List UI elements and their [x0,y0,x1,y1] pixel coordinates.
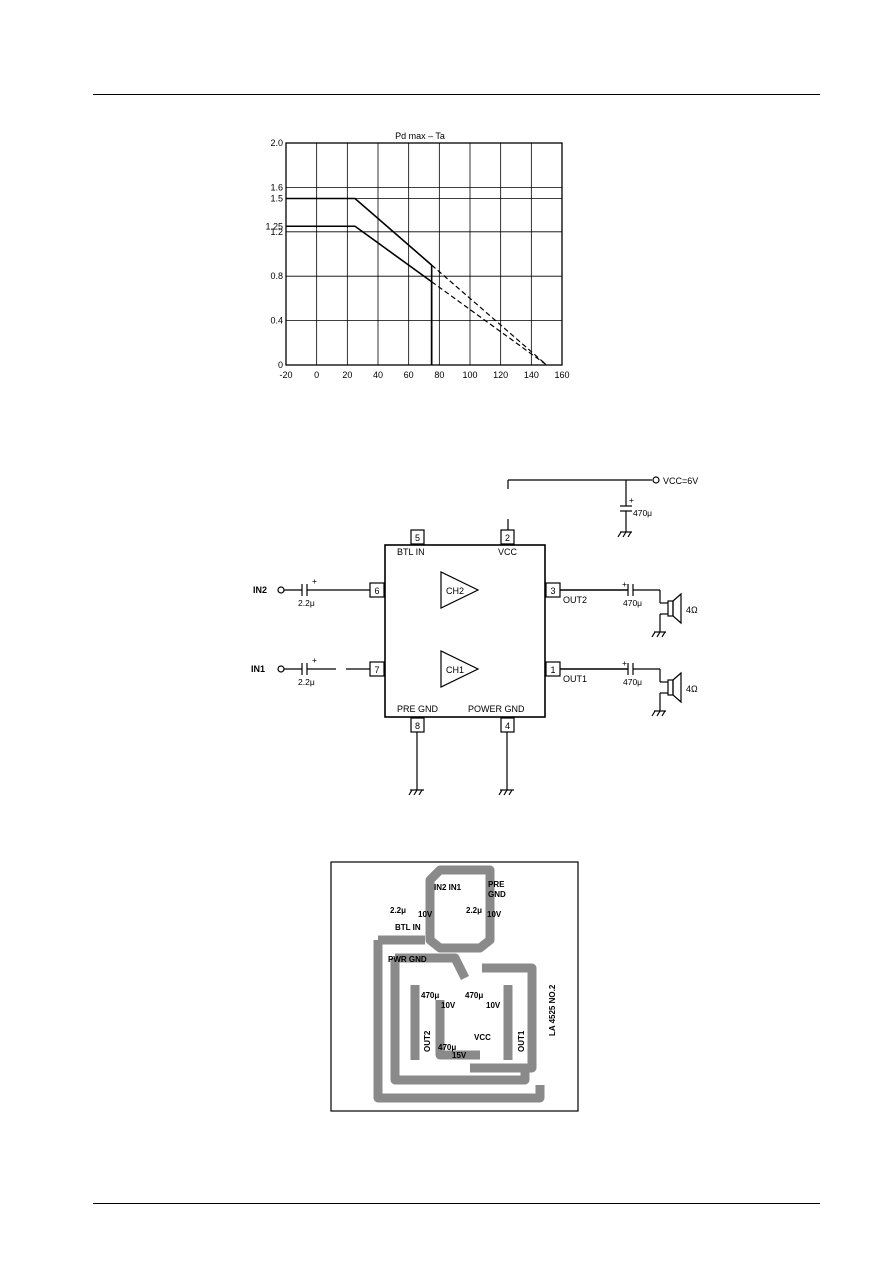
pcb-cap-right-voltage: 10V [487,910,502,919]
header-rule [93,94,820,95]
pin7-label: 7 [374,665,379,675]
series-1-line [286,197,433,266]
svg-text:+: + [622,579,627,589]
pin6-label: 6 [374,586,379,596]
x-tick-label: -20 [279,370,292,380]
series-2-line [286,225,433,283]
y-tick-label: 1.25 [265,221,283,231]
y-tick-label: 0.4 [270,316,283,326]
vcc-supply-label: VCC=6V [663,476,698,486]
x-tick-label: 140 [524,370,539,380]
in1-label: IN1 [251,664,265,674]
pin5-label: 5 [415,533,420,543]
btl-in-label: BTL IN [397,547,425,557]
pcb-cap-left-voltage: 10V [418,910,433,919]
x-tick-label: 60 [404,370,414,380]
series-1-dashed [431,264,548,366]
pcb-cap-right-label: 2.2μ [466,906,482,915]
out2-cap-label: 470μ [623,598,642,608]
ch1-amp [440,650,480,688]
y-tick-label: 0.8 [270,271,283,281]
out2-label: OUT2 [563,595,587,605]
x-tick-label: 80 [434,370,444,380]
footer-rule [93,1203,820,1204]
y-tick-label: 0 [278,360,283,370]
pin3-label: 3 [550,586,555,596]
pcb-out2-label: OUT2 [423,1030,432,1052]
svg-text:+: + [312,576,317,586]
chart-series [286,197,548,366]
pcb-pre-label: PRE [488,880,505,889]
chart-title: Pd max – Ta [395,131,445,141]
power-gnd-label: POWER GND [468,704,525,714]
out1-label: OUT1 [563,674,587,684]
ch2-amp [440,571,480,609]
pcb-btl-in-label: BTL IN [395,923,421,932]
y-tick-label: 1.5 [270,194,283,204]
chart-frame [285,142,563,366]
ch1-label: CH1 [446,665,464,675]
svg-text:+: + [312,655,317,665]
x-tick-label: 160 [554,370,569,380]
y-tick-label: 2.0 [270,138,283,148]
pcb-c470-bottom-voltage: 15V [452,1051,467,1060]
pin5-box [410,529,425,545]
pcb-gnd-label: GND [488,890,506,899]
pcb-frame [330,861,579,1112]
pcb-part-number: LA 4525 NO.2 [548,984,557,1036]
pcb-out1-label: OUT1 [517,1030,526,1052]
x-tick-label: 20 [342,370,352,380]
pcb-vcc-label: VCC [474,1033,491,1042]
svg-text:+: + [622,658,627,668]
pin2-label: 2 [505,533,510,543]
pcb-c470-right-voltage: 10V [486,1001,501,1010]
pin8-label: 8 [415,721,420,731]
pin4-label: 4 [505,721,510,731]
svg-text:+: + [629,495,634,505]
x-tick-label: 120 [493,370,508,380]
pcb-c470-left-voltage: 10V [441,1001,456,1010]
pcb-pwr-gnd-label: PWR GND [388,955,427,964]
x-tick-label: 40 [373,370,383,380]
ch2-label: CH2 [446,586,464,596]
pcb-c470-left-label: 470μ [421,991,439,1000]
pcb-in-label: IN2 IN1 [434,883,462,892]
y-tick-label: 1.6 [270,182,283,192]
out1-cap-label: 470μ [623,677,642,687]
x-tick-label: 100 [462,370,477,380]
pcb-c470-right-label: 470μ [465,991,483,1000]
ic-body [384,544,546,718]
in1-cap-label: 2.2μ [298,677,315,687]
vcc-cap-label: 470μ [633,508,652,518]
y-tick-label: 1.2 [270,227,283,237]
in2-cap-label: 2.2μ [298,598,315,608]
pin1-label: 1 [550,665,555,675]
pcb-c470-bottom-label: 470μ [438,1043,456,1052]
in2-label: IN2 [253,585,267,595]
speaker2-label: 4Ω [686,605,698,615]
speaker1-label: 4Ω [686,684,698,694]
pre-gnd-label: PRE GND [397,704,439,714]
x-tick-label: 0 [314,370,319,380]
pcb-cap-left-label: 2.2μ [390,906,406,915]
vcc-pin-label: VCC [498,547,518,557]
